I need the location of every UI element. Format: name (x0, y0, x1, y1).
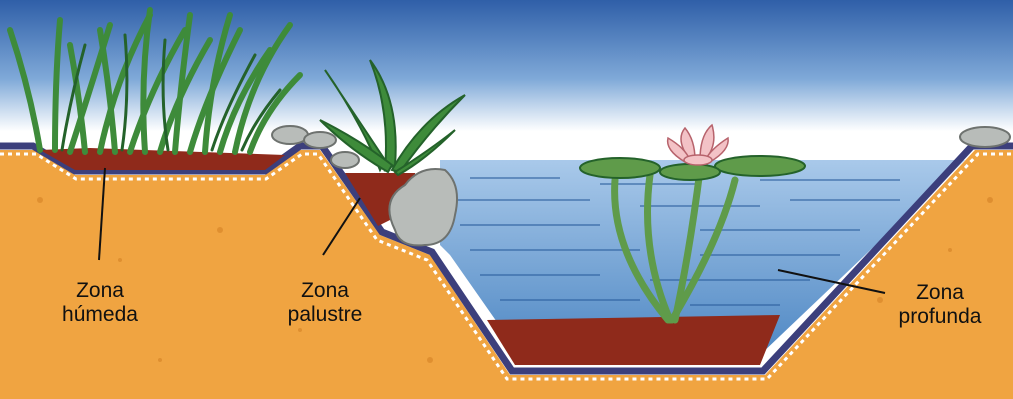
label-zona-palustre: Zona palustre (270, 279, 380, 327)
label-palustre-line1: Zona (270, 279, 380, 303)
mud-deep-zone (487, 315, 780, 365)
label-humeda-line1: Zona (45, 279, 155, 303)
label-profunda-line1: Zona (880, 281, 1000, 305)
label-palustre-line2: palustre (270, 303, 380, 327)
label-profunda-line2: profunda (880, 305, 1000, 329)
label-humeda-line2: húmeda (45, 303, 155, 327)
label-zona-profunda: Zona profunda (880, 281, 1000, 329)
label-zona-humeda: Zona húmeda (45, 279, 155, 327)
